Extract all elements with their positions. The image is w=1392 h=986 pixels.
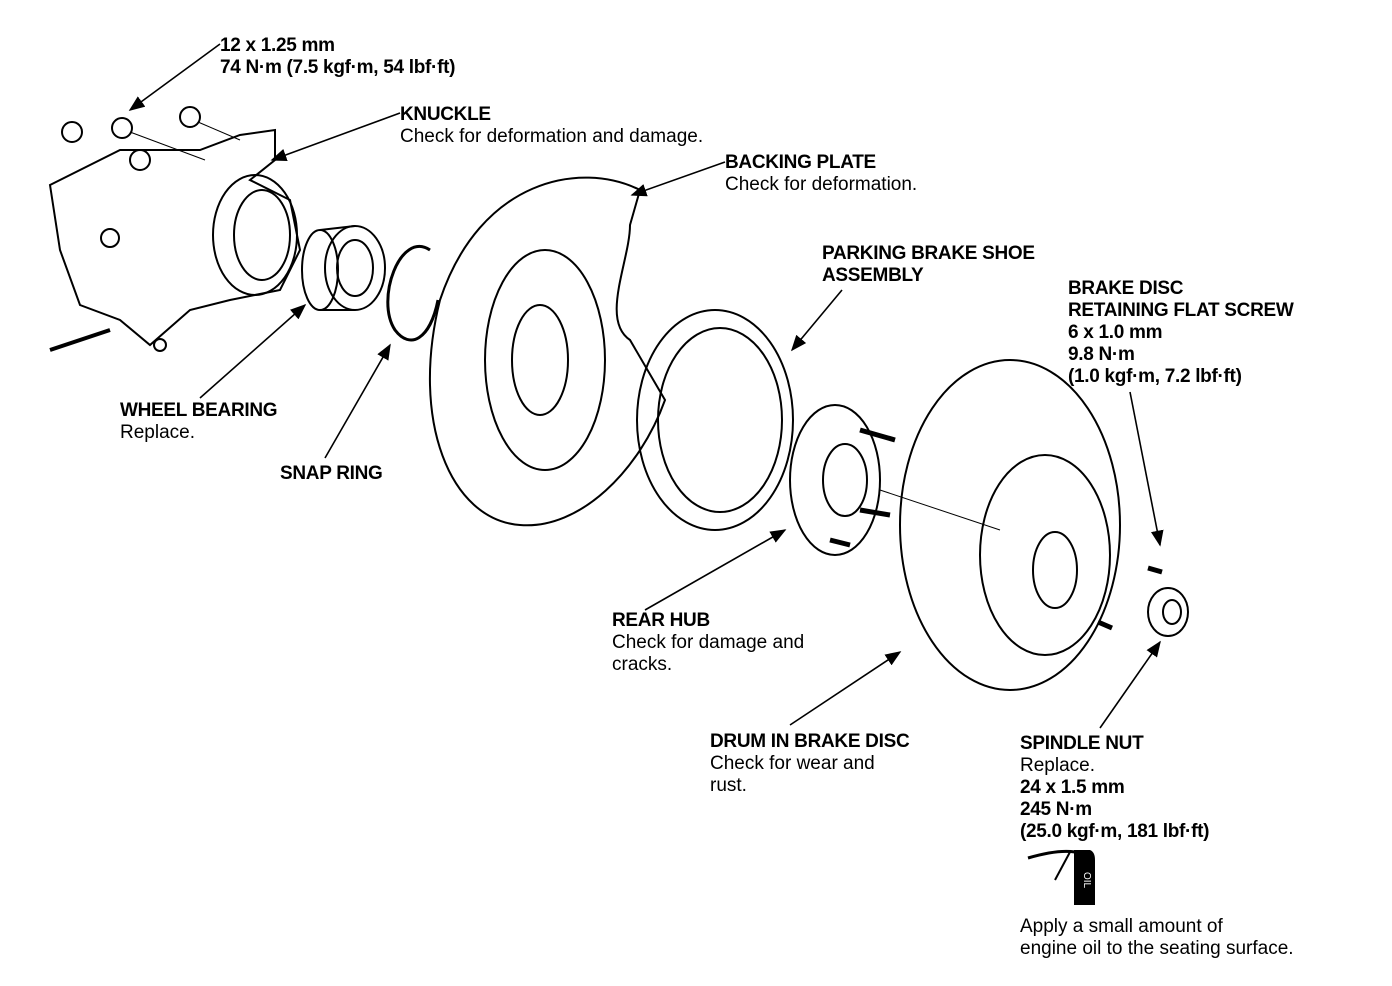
knuckle-label: KNUCKLE Check for deformation and damage… xyxy=(400,104,703,148)
parking-brake-shoe-title-1: PARKING BRAKE SHOE xyxy=(822,243,1035,264)
drum-disc-title: DRUM IN BRAKE DISC xyxy=(710,731,910,752)
backing-plate-label: BACKING PLATE Check for deformation. xyxy=(725,152,917,196)
backing-plate-part xyxy=(428,176,667,527)
wheel-bearing-title: WHEEL BEARING xyxy=(120,400,278,421)
parking-brake-shoe-title-2: ASSEMBLY xyxy=(822,265,924,286)
spindle-nut-torque: 245 N·m xyxy=(1020,799,1092,820)
parking-brake-shoe-part xyxy=(636,309,794,531)
knuckle-nuts xyxy=(61,106,241,248)
rear-hub-label: REAR HUB Check for damage and cracks. xyxy=(612,610,804,676)
knuckle-nut-size: 12 x 1.25 mm xyxy=(220,35,335,56)
oil-can-text: OIL xyxy=(1081,872,1092,889)
knuckle-nut-spec-label: 12 x 1.25 mm 74 N·m (7.5 kgf·m, 54 lbf·f… xyxy=(220,35,455,79)
flat-screw-torque-alt: (1.0 kgf·m, 7.2 lbf·ft) xyxy=(1068,366,1242,387)
snap-ring-label: SNAP RING xyxy=(280,463,383,485)
knuckle-part xyxy=(48,128,302,352)
knuckle-title: KNUCKLE xyxy=(400,104,491,125)
flat-screw-label: BRAKE DISC RETAINING FLAT SCREW 6 x 1.0 … xyxy=(1068,278,1294,388)
wheel-bearing-part xyxy=(301,225,386,311)
spindle-nut-note: Replace. xyxy=(1020,755,1095,776)
drum-disc-note-1: Check for wear and xyxy=(710,753,875,774)
backing-plate-title: BACKING PLATE xyxy=(725,152,876,173)
rear-hub-title: REAR HUB xyxy=(612,610,710,631)
brake-disc-part xyxy=(879,359,1121,691)
rear-hub-note-1: Check for damage and xyxy=(612,632,805,653)
flat-screw-part xyxy=(1097,565,1163,631)
oil-note-label: Apply a small amount of engine oil to th… xyxy=(1020,916,1294,960)
flat-screw-title-1: BRAKE DISC xyxy=(1068,278,1184,299)
drum-disc-note-2: rust. xyxy=(710,775,747,796)
spindle-nut-torque-alt: (25.0 kgf·m, 181 lbf·ft) xyxy=(1020,821,1210,842)
wheel-bearing-label: WHEEL BEARING Replace. xyxy=(120,400,278,444)
backing-plate-note: Check for deformation. xyxy=(725,174,918,195)
wheel-bearing-note: Replace. xyxy=(120,422,195,443)
spindle-nut-label: SPINDLE NUT Replace. 24 x 1.5 mm 245 N·m… xyxy=(1020,733,1209,843)
oil-note-line-1: Apply a small amount of xyxy=(1020,916,1223,937)
knuckle-note: Check for deformation and damage. xyxy=(400,126,704,147)
spindle-nut-spec: 24 x 1.5 mm xyxy=(1020,777,1125,798)
flat-screw-title-2: RETAINING FLAT SCREW xyxy=(1068,300,1294,321)
oil-can-icon: OIL xyxy=(1027,849,1095,905)
drum-disc-label: DRUM IN BRAKE DISC Check for wear and ru… xyxy=(710,731,910,797)
snap-ring-title: SNAP RING xyxy=(280,463,383,484)
flat-screw-spec: 6 x 1.0 mm xyxy=(1068,322,1163,343)
knuckle-nut-torque: 74 N·m (7.5 kgf·m, 54 lbf·ft) xyxy=(220,57,456,78)
spindle-nut-title: SPINDLE NUT xyxy=(1020,733,1144,754)
spindle-nut-part xyxy=(1147,587,1189,637)
parking-brake-shoe-label: PARKING BRAKE SHOE ASSEMBLY xyxy=(822,243,1035,287)
snap-ring-part xyxy=(386,245,440,342)
rear-hub-part xyxy=(789,404,896,556)
oil-note-line-2: engine oil to the seating surface. xyxy=(1020,938,1294,959)
flat-screw-torque: 9.8 N·m xyxy=(1068,344,1135,365)
rear-hub-note-2: cracks. xyxy=(612,654,673,675)
